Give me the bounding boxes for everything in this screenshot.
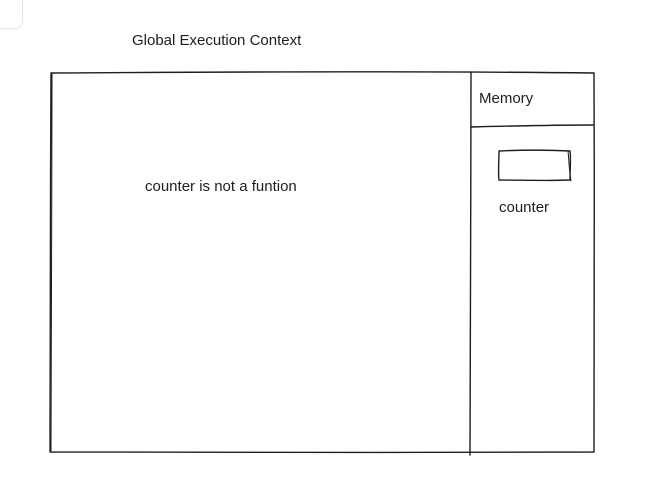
memory-panel-divider bbox=[469, 71, 472, 456]
canvas-corner-widget[interactable] bbox=[0, 0, 22, 28]
memory-item-label: counter bbox=[499, 199, 550, 216]
error-message-text: counter is not a funtion bbox=[145, 178, 297, 195]
execution-context-box bbox=[49, 71, 595, 454]
diagram-title: Global Execution Context bbox=[132, 32, 302, 49]
memory-header-label: Memory bbox=[479, 90, 534, 107]
memory-header-divider bbox=[470, 124, 594, 128]
memory-item-box bbox=[497, 149, 572, 182]
